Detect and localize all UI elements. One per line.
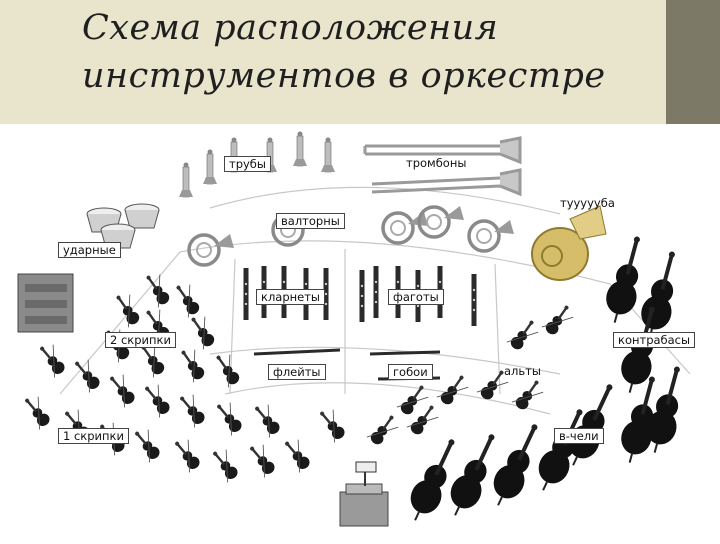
conductor-podium xyxy=(340,462,388,526)
label-trombones: тромбоны xyxy=(402,156,470,170)
label-percussion: ударные xyxy=(58,242,121,258)
double-basses-group xyxy=(600,233,692,467)
horns-group xyxy=(189,206,514,265)
title-line-1: Схема расположения xyxy=(82,8,498,48)
label-violas: альты xyxy=(500,364,545,378)
label-flutes: флейты xyxy=(268,364,326,380)
label-first-violins: 1 скрипки xyxy=(58,428,129,444)
tuba xyxy=(532,206,606,280)
title-band: Схема расположения инструментов в оркест… xyxy=(0,0,666,124)
label-oboes: гобои xyxy=(388,364,433,380)
label-cellos: в-чели xyxy=(554,428,604,444)
label-trumpets: трубы xyxy=(224,156,271,172)
second-violins-group xyxy=(100,270,245,389)
label-horns: валторны xyxy=(276,213,345,229)
percussion-group xyxy=(18,204,159,332)
title-accent-bar xyxy=(666,0,720,124)
first-violins-group xyxy=(19,340,351,483)
label-tuba: туууууба xyxy=(556,196,619,210)
label-clarinets: кларнеты xyxy=(256,289,325,305)
orchestra-diagram: трубы тромбоны туууууба валторны ударные… xyxy=(0,124,720,540)
title-line-2: инструментов в оркестре xyxy=(82,56,606,96)
cellos-group xyxy=(402,378,625,526)
label-second-violins: 2 скрипки xyxy=(105,332,176,348)
label-bassoons: фаготы xyxy=(388,289,444,305)
label-double-basses: контрабасы xyxy=(613,332,695,348)
